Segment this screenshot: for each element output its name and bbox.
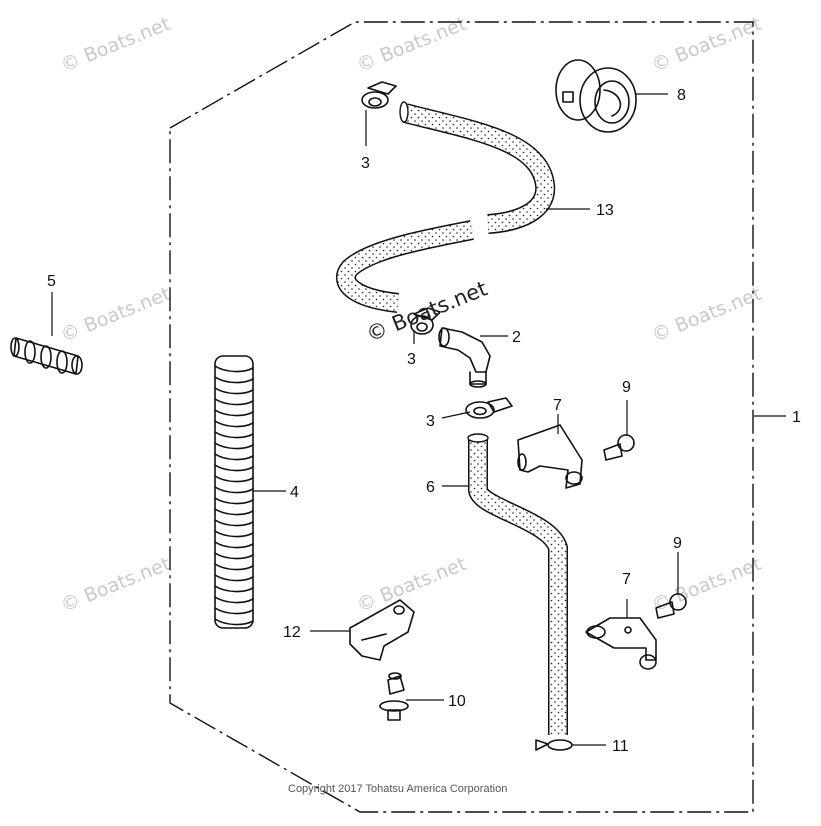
part-6-fuel-hose[interactable]	[467, 433, 568, 735]
part-3-clamp-top[interactable]	[361, 81, 397, 109]
callout-1[interactable]: 1	[792, 409, 801, 426]
leader-lines	[51, 93, 786, 746]
callout-8[interactable]: 8	[677, 87, 686, 104]
spiral-coil	[214, 530, 254, 538]
spiral-coil	[214, 420, 254, 428]
callout-12[interactable]: 12	[283, 624, 301, 641]
watermark: © Boats.net	[649, 283, 765, 347]
spiral-coil	[214, 585, 254, 593]
spiral-coil	[214, 431, 254, 439]
callout-2[interactable]: 2	[512, 329, 521, 346]
callout-7[interactable]: 7	[622, 571, 631, 588]
callout-4[interactable]: 4	[290, 484, 299, 501]
callout-6[interactable]: 6	[426, 479, 435, 496]
callout-5[interactable]: 5	[47, 273, 56, 290]
part-10-clip[interactable]	[379, 672, 409, 721]
callout-11[interactable]: 11	[612, 738, 629, 755]
part-4-spiral-wrap[interactable]	[214, 355, 254, 629]
part-2-elbow-fitting[interactable]	[438, 327, 491, 388]
callout-7[interactable]: 7	[553, 397, 562, 414]
callout-9[interactable]: 9	[622, 379, 631, 396]
callout-10[interactable]: 10	[448, 693, 466, 710]
part-12-p-clamp[interactable]	[349, 599, 415, 661]
spiral-coil	[214, 574, 254, 582]
part-3-clamp-lower[interactable]	[465, 397, 513, 419]
callout-3[interactable]: 3	[361, 155, 370, 172]
part-11-tie[interactable]	[535, 739, 573, 751]
watermark: © Boats.net	[58, 553, 174, 617]
spiral-coil	[214, 365, 254, 373]
spiral-coil	[214, 398, 254, 406]
callout-3[interactable]: 3	[426, 413, 435, 430]
spiral-coil	[214, 497, 254, 505]
kit-boundary	[169, 21, 754, 813]
watermark: © Boats.net	[58, 283, 174, 347]
spiral-coil	[214, 387, 254, 395]
part-13-fuel-hose[interactable]	[336, 101, 556, 313]
spiral-coil	[214, 607, 254, 615]
watermark: © Boats.net	[354, 553, 470, 617]
watermark: © Boats.net	[649, 553, 765, 617]
spiral-coil	[214, 453, 254, 461]
callouts: 1 2 3 3 3 4 5 6 7 7 8 9 9 10 11 12 13	[47, 87, 801, 755]
spiral-coil	[214, 596, 254, 604]
part-7-bracket-upper[interactable]	[517, 424, 583, 489]
spiral-coil	[214, 541, 254, 549]
spiral-coil	[214, 563, 254, 571]
spiral-coil	[214, 519, 254, 527]
part-3-clamp-mid[interactable]	[410, 307, 441, 335]
part-7-bracket-lower[interactable]	[585, 617, 657, 670]
watermark: © Boats.net	[58, 13, 174, 77]
callout-9[interactable]: 9	[673, 535, 682, 552]
spiral-coil	[214, 486, 254, 494]
spiral-coil	[214, 442, 254, 450]
spiral-coil	[214, 409, 254, 417]
callout-13[interactable]: 13	[596, 202, 614, 219]
part-5-joint[interactable]	[10, 337, 83, 375]
callout-3[interactable]: 3	[407, 351, 416, 368]
spiral-coil	[214, 475, 254, 483]
part-8-grommet[interactable]	[555, 59, 637, 133]
part-9-bolt-upper[interactable]	[603, 434, 635, 461]
spiral-coil	[214, 464, 254, 472]
spiral-coil	[214, 376, 254, 384]
spiral-coil	[214, 552, 254, 560]
spiral-coil	[214, 508, 254, 516]
copyright-notice: Copyright 2017 Tohatsu America Corporati…	[288, 783, 507, 795]
spiral-coil	[214, 618, 254, 626]
